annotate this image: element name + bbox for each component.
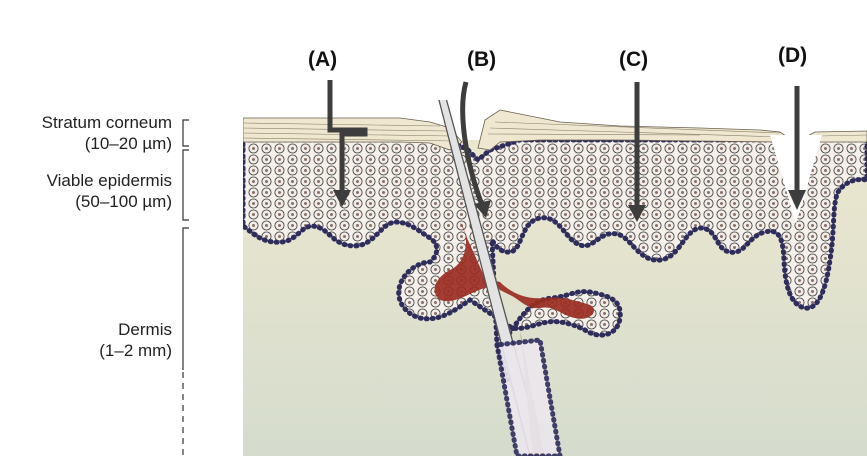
label-dermis: Dermis (1–2 mm) [0, 319, 172, 361]
viable-epidermis-name: Viable epidermis [0, 170, 172, 191]
stratum-corneum-thickness: (10–20 µm) [0, 133, 172, 154]
label-viable-epidermis: Viable epidermis (50–100 µm) [0, 170, 172, 212]
marker-d: (D) [778, 44, 807, 68]
viable-epidermis-thickness: (50–100 µm) [0, 191, 172, 212]
label-stratum-corneum: Stratum corneum (10–20 µm) [0, 112, 172, 154]
dermis-thickness: (1–2 mm) [0, 340, 172, 361]
layer-brackets [183, 120, 189, 456]
stratum-corneum-name: Stratum corneum [0, 112, 172, 133]
marker-c: (C) [619, 48, 648, 72]
marker-b: (B) [467, 48, 496, 72]
marker-a: (A) [308, 48, 337, 72]
dermis-name: Dermis [0, 319, 172, 340]
